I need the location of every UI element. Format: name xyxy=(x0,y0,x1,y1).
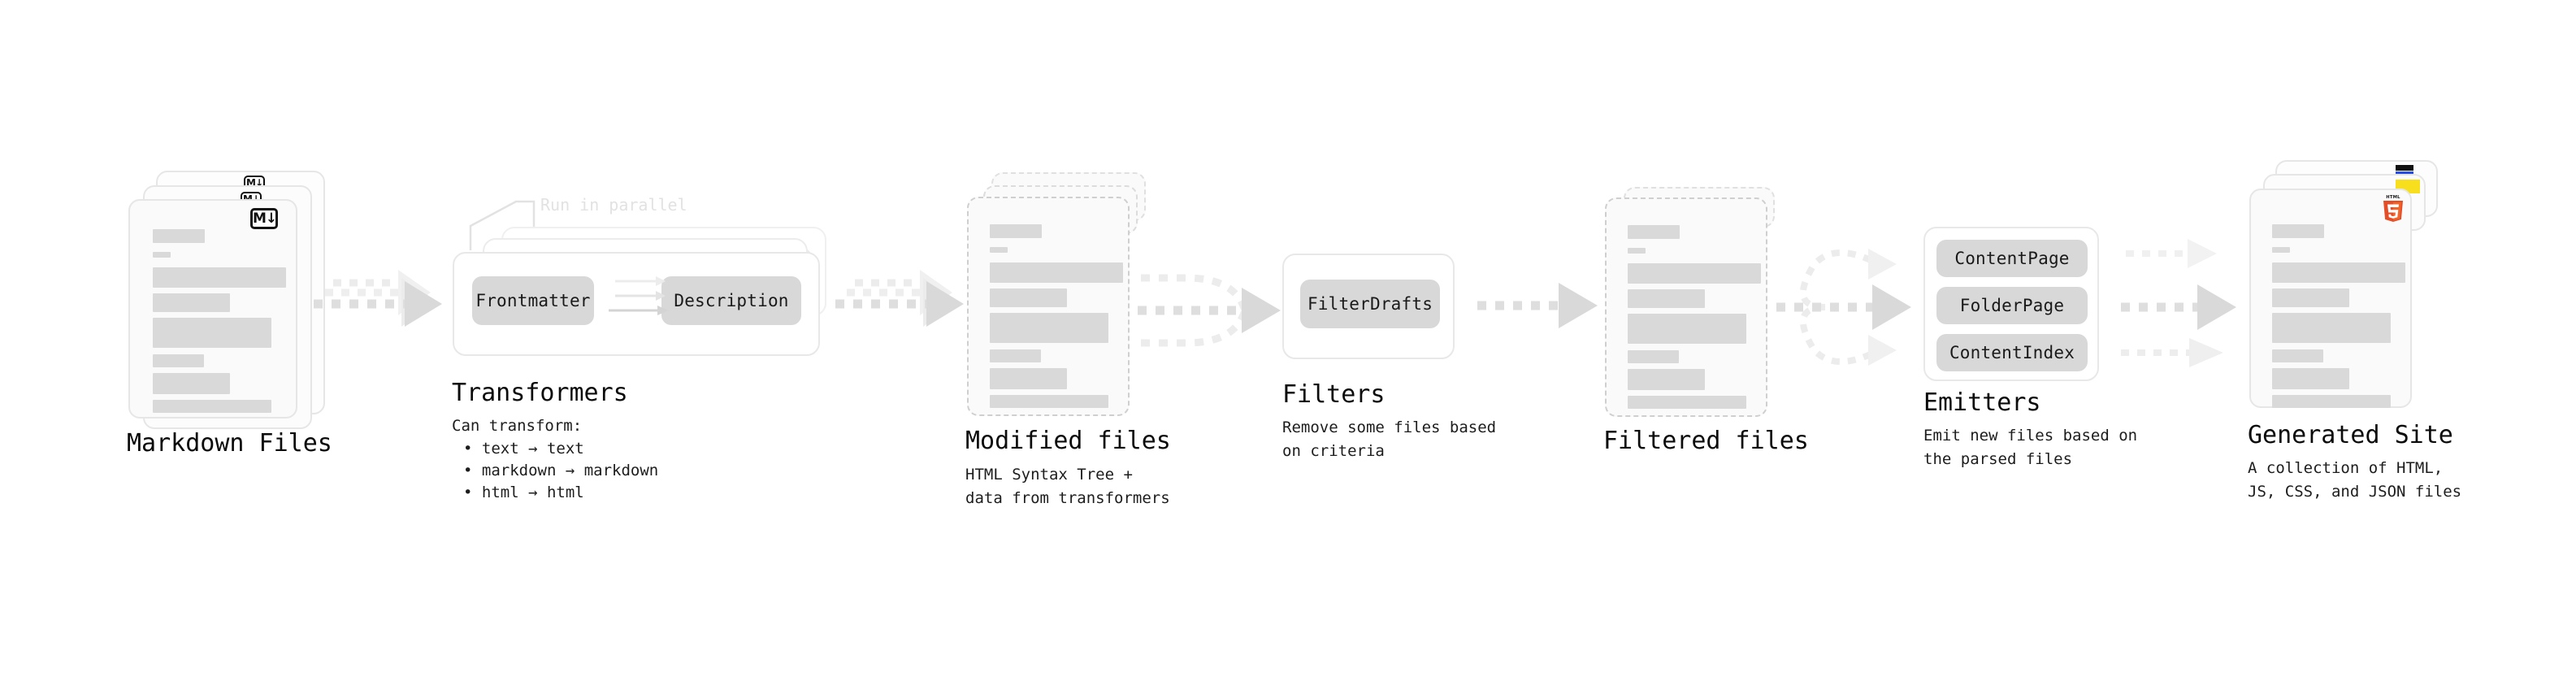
arrow-modified-to-filters xyxy=(1138,274,1281,347)
transformers-bullet-1: • markdown → markdown xyxy=(463,462,659,479)
skeleton-bar xyxy=(153,267,286,288)
transformer-group-front: Frontmatter Description xyxy=(453,252,820,356)
emitter-node-contentindex[interactable]: ContentIndex xyxy=(1936,334,2088,371)
skeleton-bar xyxy=(2272,262,2405,283)
skeleton-bar xyxy=(1628,314,1746,344)
skeleton-bar xyxy=(2272,368,2349,389)
emitters-caption: Emit new files based on the parsed files xyxy=(1923,427,2138,469)
arrow-emitters-to-site xyxy=(2121,239,2236,367)
emitter-node-contentpage[interactable]: ContentPage xyxy=(1936,240,2088,277)
emitter-node-folderpage[interactable]: FolderPage xyxy=(1936,287,2088,324)
svg-text:HTML: HTML xyxy=(2386,195,2400,200)
parallel-note-label: Run in parallel xyxy=(540,195,687,215)
skeleton-bar xyxy=(2272,349,2323,362)
arrow-transformers-to-modified xyxy=(835,270,964,327)
html5-badge: HTML xyxy=(2383,195,2403,222)
modified-files-caption: HTML Syntax Tree + data from transformer… xyxy=(965,466,1170,508)
filter-node-filterdrafts[interactable]: FilterDrafts xyxy=(1300,280,1440,328)
skeleton-bar xyxy=(1628,396,1746,409)
stage-title-transformers: Transformers xyxy=(452,379,628,407)
skeleton-bar xyxy=(153,318,271,348)
stage-title-filtered-files: Filtered files xyxy=(1603,427,1809,455)
emitters-group-box: ContentPage FolderPage ContentIndex xyxy=(1923,227,2099,381)
filters-caption: Remove some files based on criteria xyxy=(1282,419,1497,461)
stage-title-markdown-files: Markdown Files xyxy=(127,429,332,458)
generated-site-caption: A collection of HTML, JS, CSS, and JSON … xyxy=(2248,459,2462,501)
skeleton-bar xyxy=(153,373,230,394)
skeleton-bar xyxy=(1628,369,1705,390)
filters-group-box: FilterDrafts xyxy=(1282,254,1455,359)
skeleton-bar xyxy=(990,313,1108,343)
skeleton-bar xyxy=(2272,288,2349,307)
skeleton-bar xyxy=(990,368,1067,389)
arrow-filtered-to-emitters xyxy=(1776,249,1911,366)
transformer-node-description[interactable]: Description xyxy=(661,276,801,325)
skeleton-bar xyxy=(153,293,230,312)
skeleton-bar xyxy=(153,252,171,258)
stage-title-generated-site: Generated Site xyxy=(2248,421,2453,449)
markdown-file-card-front xyxy=(128,199,297,419)
skeleton-bar xyxy=(990,224,1042,238)
skeleton-bar xyxy=(2272,224,2324,238)
css3-badge xyxy=(2396,165,2413,175)
transformers-bullet-0: • text → text xyxy=(463,440,584,458)
arrow-filters-to-filtered xyxy=(1477,283,1598,328)
skeleton-bar xyxy=(1628,248,1646,254)
skeleton-bar xyxy=(153,400,271,413)
skeleton-bar xyxy=(153,354,204,367)
arrow-markdown-to-transformers xyxy=(314,270,442,327)
skeleton-bar xyxy=(990,288,1067,307)
modified-file-card-front xyxy=(967,197,1130,416)
stage-title-emitters: Emitters xyxy=(1923,388,2041,417)
skeleton-bar xyxy=(990,262,1123,283)
transformers-bullet-2: • html → html xyxy=(463,484,584,501)
skeleton-bar xyxy=(990,395,1108,408)
skeleton-bar xyxy=(153,229,205,243)
transformer-node-frontmatter[interactable]: Frontmatter xyxy=(472,276,594,325)
skeleton-bar xyxy=(1628,350,1679,363)
skeleton-bar xyxy=(2272,395,2391,408)
markdown-badge-front: M↓ xyxy=(250,208,278,229)
skeleton-bar xyxy=(1628,289,1705,308)
stage-title-modified-files: Modified files xyxy=(965,427,1171,455)
stage-title-filters: Filters xyxy=(1282,380,1386,409)
skeleton-bar xyxy=(1628,263,1761,284)
skeleton-bar xyxy=(2272,247,2290,253)
skeleton-bar xyxy=(1628,225,1680,239)
site-file-card-front xyxy=(2249,189,2412,408)
filtered-file-card-front xyxy=(1605,197,1767,417)
transformer-inner-arrows xyxy=(609,276,669,315)
transformers-caption: Can transform: xyxy=(452,417,583,435)
skeleton-bar xyxy=(990,247,1008,253)
parallel-bracket xyxy=(469,200,536,250)
skeleton-bar xyxy=(990,349,1041,362)
skeleton-bar xyxy=(2272,313,2391,343)
